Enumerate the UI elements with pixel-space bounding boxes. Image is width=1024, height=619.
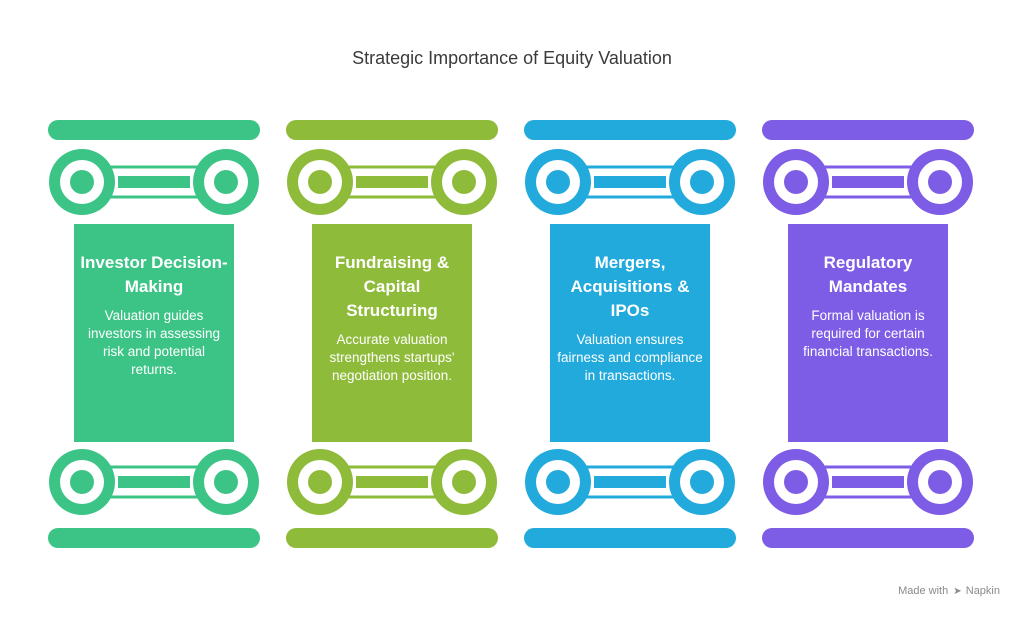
pillar-top-slab bbox=[524, 120, 736, 140]
pillar-shaft bbox=[788, 224, 948, 442]
bottom-capital-band-inner bbox=[356, 476, 428, 488]
napkin-logo-icon: ➤ bbox=[953, 586, 962, 597]
bottom-capital-left-volute-core bbox=[784, 470, 808, 494]
pillar-description: Formal valuation is required for certain… bbox=[803, 308, 933, 359]
bottom-capital-left-volute-core bbox=[308, 470, 332, 494]
pillar-bottom-slab bbox=[286, 528, 498, 548]
made-with-napkin-credit: Made with ➤ Napkin bbox=[898, 585, 1000, 597]
pillar-description: Valuation guides investors in assessing … bbox=[87, 308, 221, 377]
bottom-capital-band-inner bbox=[594, 476, 666, 488]
top-capital-left-volute-core bbox=[784, 170, 808, 194]
top-capital-right-volute-core bbox=[214, 170, 238, 194]
pillar-regulatory-mandates: Regulatory Mandates Formal valuation is … bbox=[760, 118, 976, 550]
page-title: Strategic Importance of Equity Valuation bbox=[352, 48, 672, 68]
bottom-capital-right-volute-core bbox=[928, 470, 952, 494]
top-capital-right-volute-core bbox=[928, 170, 952, 194]
pillar-title: Investor Decision-Making bbox=[80, 253, 228, 296]
bottom-capital-left-volute-core bbox=[546, 470, 570, 494]
credit-prefix: Made with bbox=[898, 585, 949, 597]
pillar-bottom-slab bbox=[48, 528, 260, 548]
bottom-capital-right-volute-core bbox=[452, 470, 476, 494]
bottom-capital-band-inner bbox=[832, 476, 904, 488]
credit-brand: Napkin bbox=[965, 585, 1000, 597]
pillar-bottom-slab bbox=[762, 528, 974, 548]
bottom-capital-right-volute-core bbox=[214, 470, 238, 494]
top-capital-band-inner bbox=[594, 176, 666, 188]
pillar-graphic bbox=[286, 120, 498, 548]
top-capital-left-volute-core bbox=[308, 170, 332, 194]
pillar-shaft bbox=[550, 224, 710, 442]
top-capital-band-inner bbox=[832, 176, 904, 188]
pillar-description: Valuation ensures fairness and complianc… bbox=[557, 332, 703, 383]
pillar-description: Accurate valuation strengthens startups'… bbox=[329, 332, 455, 383]
pillar-graphic bbox=[762, 120, 974, 548]
bottom-capital-left-volute-core bbox=[70, 470, 94, 494]
pillar-title: Fundraising & Capital Structuring bbox=[334, 253, 450, 320]
pillar-mergers-acquisitions-ipos: Mergers, Acquisitions & IPOs Valuation e… bbox=[522, 118, 738, 550]
pillar-fundraising-capital-structuring: Fundraising & Capital Structuring Accura… bbox=[284, 118, 500, 550]
pillar-investor-decision-making: Investor Decision-Making Valuation guide… bbox=[46, 118, 262, 550]
bottom-capital-right-volute-core bbox=[690, 470, 714, 494]
pillar-top-slab bbox=[762, 120, 974, 140]
top-capital-band-inner bbox=[118, 176, 190, 188]
pillar-top-slab bbox=[48, 120, 260, 140]
bottom-capital-band-inner bbox=[118, 476, 190, 488]
pillar-bottom-slab bbox=[524, 528, 736, 548]
top-capital-right-volute-core bbox=[452, 170, 476, 194]
top-capital-right-volute-core bbox=[690, 170, 714, 194]
pillar-graphic bbox=[48, 120, 260, 548]
pillar-title: Mergers, Acquisitions & IPOs bbox=[570, 253, 690, 320]
top-capital-band-inner bbox=[356, 176, 428, 188]
pillar-shaft bbox=[74, 224, 234, 442]
pillar-shaft bbox=[312, 224, 472, 442]
pillar-graphic bbox=[524, 120, 736, 548]
top-capital-left-volute-core bbox=[546, 170, 570, 194]
pillar-title: Regulatory Mandates bbox=[823, 253, 913, 296]
top-capital-left-volute-core bbox=[70, 170, 94, 194]
pillar-top-slab bbox=[286, 120, 498, 140]
